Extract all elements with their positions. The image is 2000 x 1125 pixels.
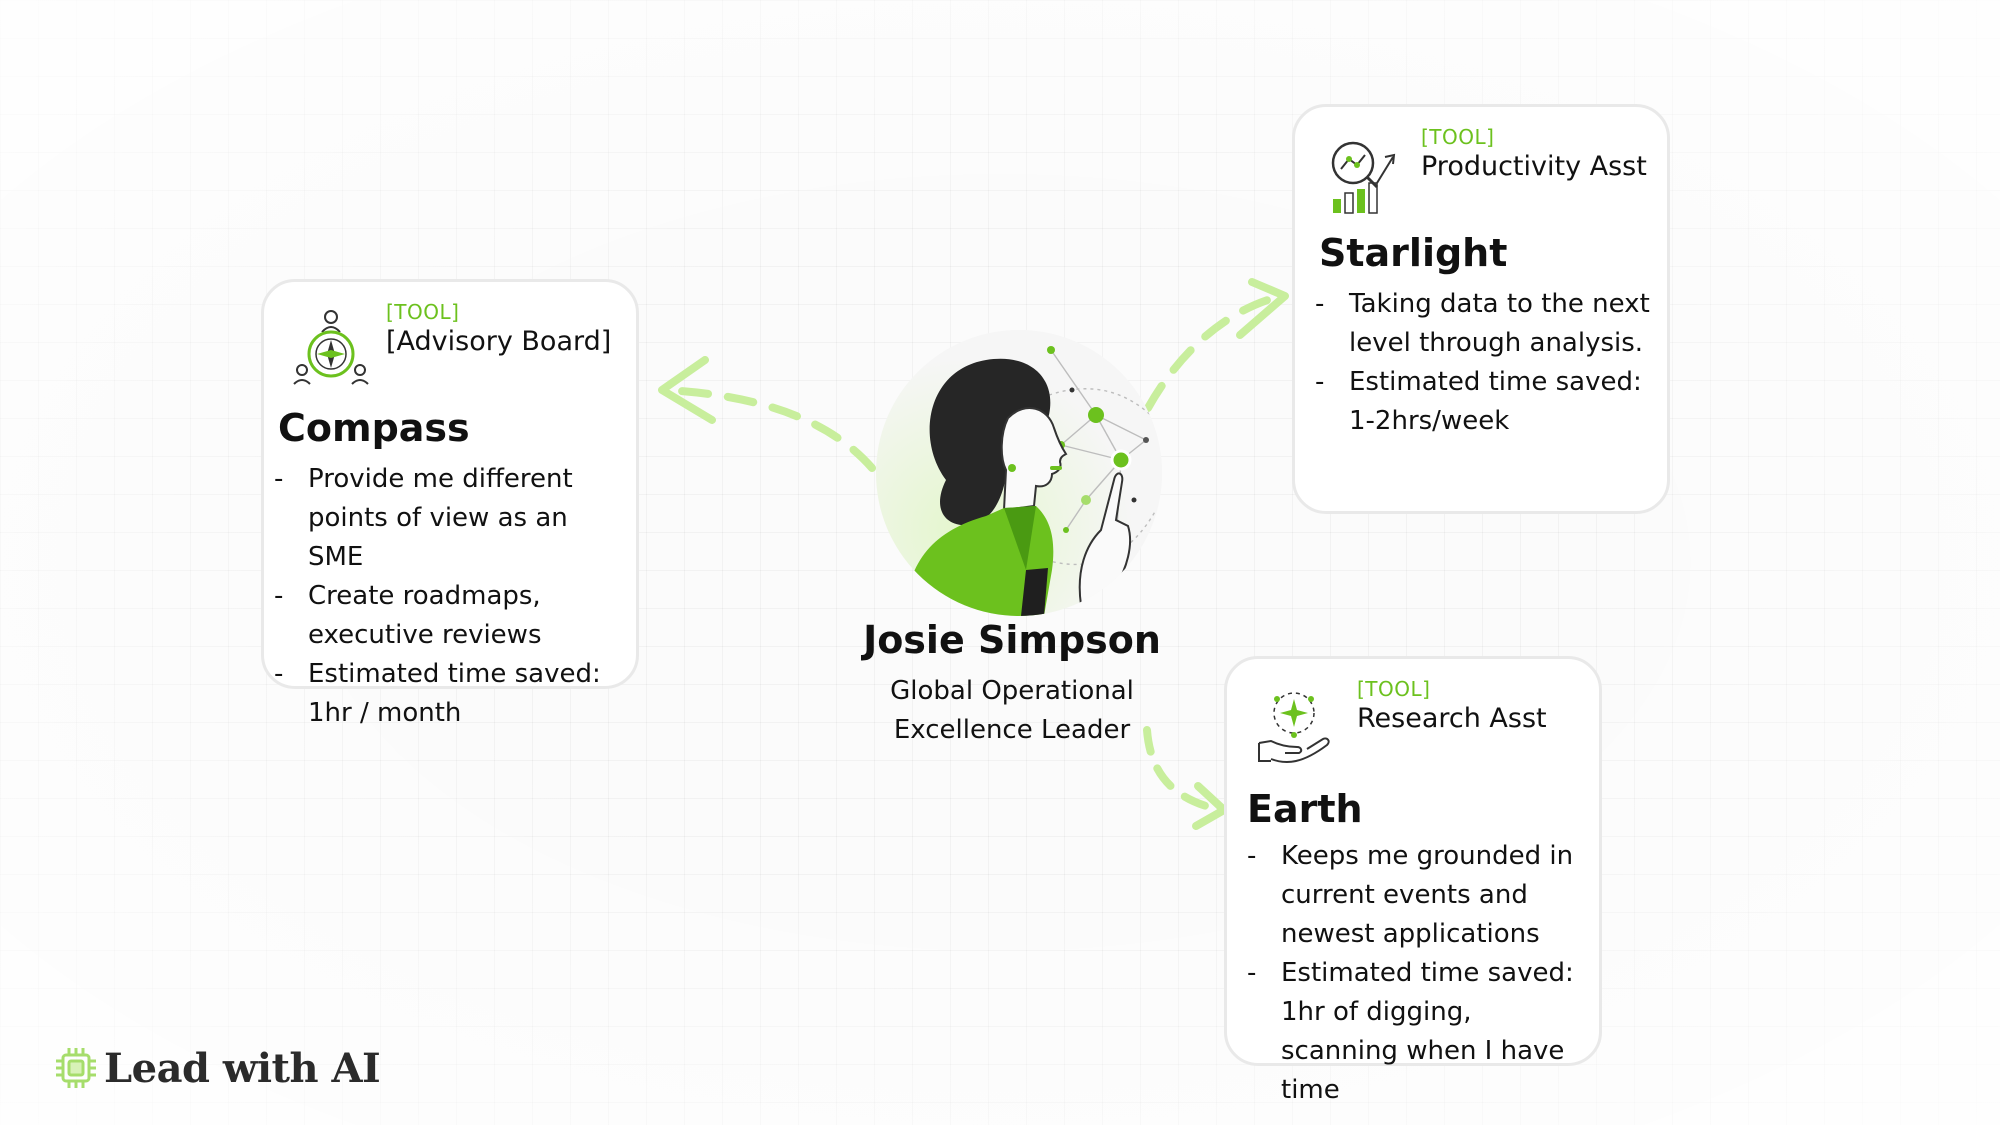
person-role-line-2: Excellence Leader <box>893 715 1131 745</box>
bullet-list: -Keeps me grounded in current events and… <box>1247 837 1587 1110</box>
bullet-text: Estimated time saved: 1hr of digging, sc… <box>1281 958 1574 1105</box>
bullet-dash: - <box>1247 841 1257 871</box>
bullet-item: -Keeps me grounded in current events and… <box>1247 837 1587 954</box>
tool-type: Research Asst <box>1357 703 1547 734</box>
bullet-list: -Taking data to the next level through a… <box>1315 285 1655 441</box>
tool-tag: [TOOL] <box>1357 677 1431 701</box>
bullet-dash: - <box>1315 289 1325 319</box>
bullet-item: -Taking data to the next level through a… <box>1315 285 1655 363</box>
bullet-dash: - <box>1315 367 1325 397</box>
bullet-dash: - <box>274 581 284 611</box>
profile-portrait <box>876 330 1162 616</box>
tool-type: [Advisory Board] <box>386 326 612 357</box>
bullet-list: -Provide me different points of view as … <box>274 460 604 733</box>
bullet-dash: - <box>274 659 284 689</box>
bullet-text: Create roadmaps, executive reviews <box>308 581 542 650</box>
card-title: Compass <box>278 406 470 450</box>
ai-chip-icon <box>56 1048 96 1088</box>
arrowhead-starlight <box>1236 278 1289 339</box>
bullet-item: -Provide me different points of view as … <box>274 460 604 577</box>
bullet-text: Keeps me grounded in current events and … <box>1281 841 1574 949</box>
bullet-item: -Create roadmaps, executive reviews <box>274 577 604 655</box>
person-role: Global Operational Excellence Leader <box>842 672 1182 750</box>
tool-tag: [TOOL] <box>1421 125 1495 149</box>
tool-card-starlight[interactable]: [TOOL] Productivity Asst Starlight -Taki… <box>1292 104 1670 514</box>
bullet-text: Taking data to the next level through an… <box>1349 289 1650 358</box>
compass-team-icon <box>293 310 369 385</box>
bullet-text: Estimated time saved: 1hr / month <box>308 659 601 728</box>
brand-logo-text: Lead with AI <box>104 1045 381 1092</box>
bullet-item: -Estimated time saved: 1hr of digging, s… <box>1247 954 1587 1110</box>
tool-type: Productivity Asst <box>1421 151 1647 182</box>
person-name: Josie Simpson <box>863 618 1161 662</box>
tool-card-earth[interactable]: [TOOL] Research Asst Earth -Keeps me gro… <box>1224 656 1602 1105</box>
bullet-dash: - <box>1247 958 1257 988</box>
card-title: Earth <box>1247 787 1363 831</box>
arrow-to-compass <box>661 386 876 472</box>
bullet-text: Estimated time saved: 1-2hrs/week <box>1349 367 1642 436</box>
hand-sparkle-icon <box>1258 692 1330 763</box>
analytics-chart-icon <box>1331 141 1396 214</box>
tool-card-compass[interactable]: [TOOL] [Advisory Board] Compass -Provide… <box>261 279 639 728</box>
card-title: Starlight <box>1319 231 1508 275</box>
tool-tag: [TOOL] <box>386 300 460 324</box>
person-role-line-1: Global Operational <box>890 676 1134 706</box>
bullet-item: -Estimated time saved: 1-2hrs/week <box>1315 363 1655 441</box>
bullet-item: -Estimated time saved: 1hr / month <box>274 655 604 733</box>
arrow-to-starlight <box>1144 291 1289 412</box>
arrowhead-compass <box>658 356 716 424</box>
bullet-dash: - <box>274 464 284 494</box>
arrow-to-earth <box>1143 726 1226 814</box>
bullet-text: Provide me different points of view as a… <box>308 464 573 572</box>
